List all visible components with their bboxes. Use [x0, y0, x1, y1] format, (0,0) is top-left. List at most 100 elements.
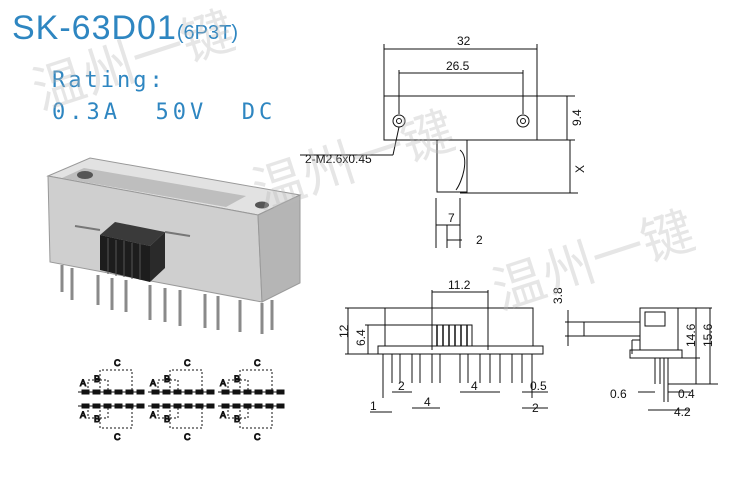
schematic-contact — [195, 389, 204, 395]
dim-4-2: 4.2 — [674, 405, 691, 419]
schematic-label-c: C — [114, 358, 121, 368]
hole-note: 2-M2.6x0.45 — [305, 152, 372, 166]
schematic-contact — [173, 389, 182, 395]
schematic-contact — [114, 389, 123, 395]
schematic-label-a: A — [80, 410, 86, 420]
schematic-link-a — [227, 379, 249, 392]
schematic-contact — [125, 389, 134, 395]
schematic-label-a: A — [220, 410, 226, 420]
model-number: SK-63D01 — [12, 9, 177, 47]
watermark-text-2: 温州一键 — [245, 101, 461, 222]
dim-15-6: 15.6 — [701, 323, 715, 347]
watermark-text-3: 温州一键 — [485, 201, 701, 322]
schematic-label-c: C — [184, 432, 191, 442]
watermark-text-1: 温州一键 — [25, 1, 241, 122]
dim-2: 2 — [476, 233, 483, 247]
schematic-contact — [162, 403, 171, 409]
schematic-contact — [114, 403, 123, 409]
schematic-contact — [103, 389, 112, 395]
schematic-label-a: A — [150, 410, 156, 420]
schematic-link-c — [169, 406, 203, 429]
schematic-contact — [221, 403, 230, 409]
rating-value: 0.3A 50V DC — [52, 100, 277, 125]
schematic-contact — [125, 403, 134, 409]
schematic-link-c — [169, 369, 203, 392]
schematic-link-c — [239, 369, 273, 392]
schematic-contact — [232, 389, 241, 395]
schematic-contact — [243, 389, 252, 395]
dim-14-6: 14.6 — [684, 323, 698, 347]
schematic-contact — [151, 389, 160, 395]
schematic-label-b: B — [94, 414, 100, 424]
schematic-contact — [81, 403, 90, 409]
schematic-contact — [162, 389, 171, 395]
schematic-contact — [232, 403, 241, 409]
dim-7: 7 — [448, 211, 455, 225]
schematic-label-a: A — [80, 378, 86, 388]
schematic-contact — [206, 403, 215, 409]
schematic-label-b: B — [234, 374, 240, 384]
dim-26-5: 26.5 — [446, 59, 470, 73]
top-view-dims: 32 26.5 9.4 X 2-M2.6x0.45 7 2 — [305, 34, 587, 247]
schematic-label-a: A — [220, 378, 226, 388]
schematic-contact — [184, 389, 193, 395]
schematic-contact — [136, 403, 145, 409]
dim-9-4: 9.4 — [570, 109, 584, 126]
dim-6-4: 6.4 — [354, 329, 368, 346]
schematic-label-b: B — [234, 414, 240, 424]
schematic-link-c — [239, 406, 273, 429]
schematic-link-a — [87, 406, 109, 419]
schematic-label-b: B — [164, 374, 170, 384]
schematic-contact — [81, 389, 90, 395]
schematic-label-b: B — [94, 374, 100, 384]
schematic-link-a — [87, 379, 109, 392]
dim-1: 1 — [370, 399, 377, 413]
schematic-contact — [173, 403, 182, 409]
schematic-contact — [243, 403, 252, 409]
pole-config: (6P3T) — [176, 22, 238, 44]
schematic-contact — [276, 389, 285, 395]
schematic-contact — [221, 389, 230, 395]
schematic-contact — [92, 403, 101, 409]
schematic-contact — [195, 403, 204, 409]
schematic-label-c: C — [254, 432, 261, 442]
front-view-dims: 11.2 12 6.4 2 4 4 1 0.5 2 — [337, 278, 547, 415]
switch-photo — [46, 157, 302, 334]
schematic-contact — [254, 403, 263, 409]
schematic-label-c: C — [184, 358, 191, 368]
schematic-contact — [151, 403, 160, 409]
dim-4-right: 4 — [471, 379, 478, 393]
rating-label: Rating: — [52, 68, 166, 93]
schematic-contact — [103, 403, 112, 409]
side-view-drawing — [565, 307, 718, 411]
schematic-contact — [184, 403, 193, 409]
schematic-label-b: B — [164, 414, 170, 424]
dim-11-2: 11.2 — [448, 278, 471, 292]
front-view-drawing — [345, 290, 548, 413]
schematic-label-c: C — [254, 358, 261, 368]
top-view-drawing — [300, 44, 578, 248]
schematic-link-c — [99, 369, 133, 392]
schematic-link-c — [99, 406, 133, 429]
side-view-dims: 3.8 14.6 15.6 0.6 0.4 4.2 — [551, 287, 715, 419]
dim-x: X — [573, 165, 587, 173]
dim-0-6: 0.6 — [610, 387, 627, 401]
model-title: SK-63D01(6P3T) — [12, 8, 238, 53]
schematic-contact — [265, 389, 274, 395]
dim-32: 32 — [457, 34, 471, 48]
dim-0-5: 0.5 — [530, 379, 547, 393]
schematic-label-c: C — [114, 432, 121, 442]
schematic-link-a — [227, 406, 249, 419]
schematic-contact — [206, 389, 215, 395]
schematic-label-a: A — [150, 378, 156, 388]
dim-2-right: 2 — [532, 401, 539, 415]
schematic-link-a — [157, 406, 179, 419]
dim-0-4: 0.4 — [678, 387, 695, 401]
schematic-contact — [265, 403, 274, 409]
dim-3-8: 3.8 — [551, 287, 565, 304]
dim-12: 12 — [337, 324, 351, 338]
schematic-contact — [92, 389, 101, 395]
schematic-contact — [254, 389, 263, 395]
